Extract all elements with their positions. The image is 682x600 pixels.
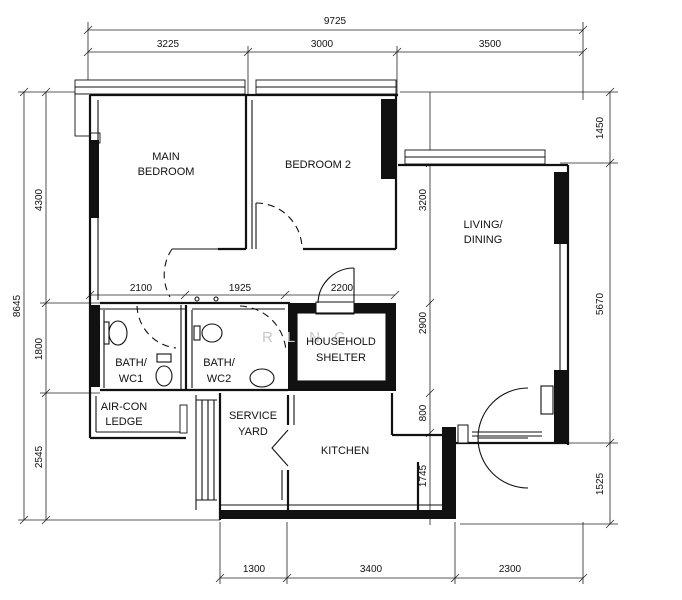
dim-total-width: 9725 [324,16,347,27]
top-dimensions: 9725 3225 3000 3500 [83,16,588,100]
bottom-dimensions: 1300 3400 2300 [215,522,588,584]
label-aircon-1: AIR-CON [101,401,148,413]
room-labels: MAIN BEDROOM BEDROOM 2 LIVING/ DINING BA… [101,151,504,457]
walls [74,79,570,520]
watermark: RLNG [262,329,360,346]
dim-inner-v4: 1745 [418,464,429,487]
label-service-yard-1: SERVICE [229,410,277,422]
right-dimensions: 1450 5670 1525 [400,87,618,529]
label-shelter-1: HOUSEHOLD [306,336,376,348]
left-dimensions: 8645 4300 1800 2545 [12,87,220,525]
dim-left-1: 4300 [34,188,45,211]
dim-inner-3: 2200 [331,283,354,294]
label-service-yard-2: YARD [238,426,268,438]
dim-right-1: 1450 [595,116,606,139]
dim-bottom-1: 1300 [243,564,266,575]
dim-left-3: 2545 [34,445,45,468]
dim-right-3: 1525 [595,472,606,495]
dim-right-2: 5670 [595,292,606,315]
dim-top-1: 3225 [157,39,180,50]
label-living-2: DINING [464,234,503,246]
doors [136,202,554,500]
dim-bottom-2: 3400 [360,564,383,575]
label-living-1: LIVING/ [463,219,503,231]
label-aircon-2: LEDGE [105,416,142,428]
dim-top-2: 3000 [311,39,334,50]
dim-top-3: 3500 [479,39,502,50]
dim-inner-2: 1925 [229,283,252,294]
label-bath1-2: WC1 [119,373,143,385]
label-bath1-1: BATH/ [115,357,148,369]
label-bath2-2: WC2 [207,373,231,385]
dim-left-total: 8645 [12,294,23,317]
label-kitchen: KITCHEN [321,445,369,457]
dim-inner-1: 2100 [130,283,153,294]
dim-inner-v1: 3200 [418,188,429,211]
label-shelter-2: SHELTER [316,352,366,364]
dim-inner-v2: 2900 [418,311,429,334]
dim-left-2: 1800 [34,337,45,360]
label-bath2-1: BATH/ [203,357,236,369]
label-bedroom-2: BEDROOM 2 [285,159,351,171]
fixtures [103,296,275,388]
dim-inner-v3: 800 [418,404,429,421]
label-main-bedroom-2: BEDROOM [138,166,195,178]
dim-bottom-3: 2300 [499,564,522,575]
label-main-bedroom-1: MAIN [152,151,180,163]
